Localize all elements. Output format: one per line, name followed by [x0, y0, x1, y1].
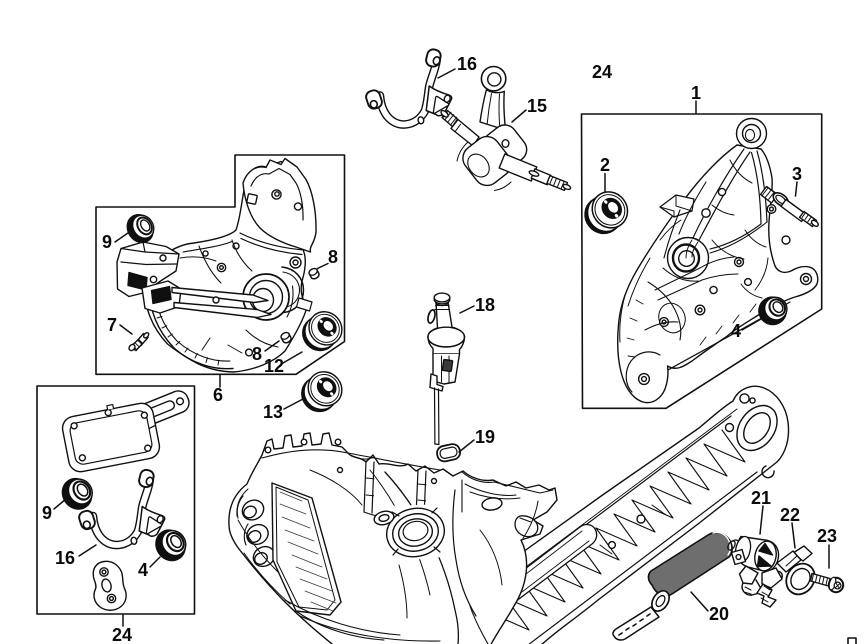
svg-text:24: 24: [112, 625, 132, 644]
svg-text:24: 24: [592, 62, 612, 82]
svg-text:18: 18: [475, 295, 495, 315]
svg-text:8: 8: [252, 344, 262, 364]
svg-text:4: 4: [731, 321, 741, 341]
svg-text:16: 16: [457, 54, 477, 74]
svg-text:7: 7: [107, 315, 117, 335]
svg-text:20: 20: [709, 604, 729, 624]
svg-text:22: 22: [780, 505, 800, 525]
svg-text:12: 12: [264, 356, 284, 376]
svg-text:8: 8: [328, 247, 338, 267]
svg-text:13: 13: [263, 402, 283, 422]
svg-text:9: 9: [102, 232, 112, 252]
svg-text:15: 15: [527, 96, 547, 116]
svg-text:21: 21: [751, 488, 771, 508]
svg-text:4: 4: [138, 560, 148, 580]
svg-text:16: 16: [55, 548, 75, 568]
svg-text:19: 19: [475, 427, 495, 447]
svg-text:2: 2: [600, 155, 610, 175]
svg-text:3: 3: [792, 164, 802, 184]
svg-text:23: 23: [817, 526, 837, 546]
svg-text:1: 1: [691, 83, 701, 103]
svg-text:9: 9: [42, 503, 52, 523]
svg-text:6: 6: [213, 385, 223, 405]
